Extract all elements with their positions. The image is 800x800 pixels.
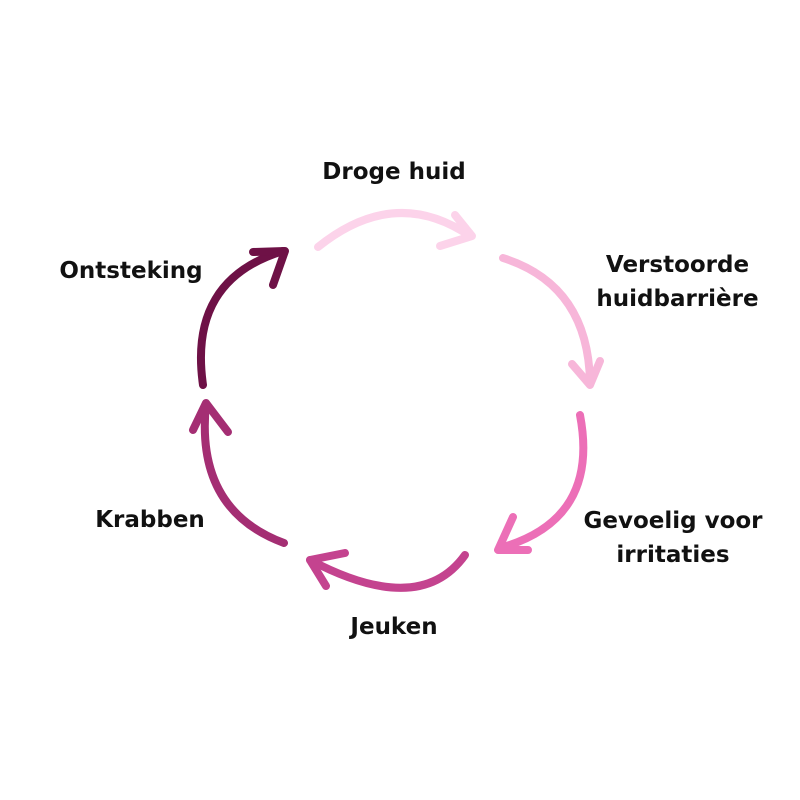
step-label-gevoelig-voor-irritaties: Gevoelig voor irritaties: [578, 504, 768, 572]
arrow-2-arc: [499, 254, 594, 386]
step-label-line: Droge huid: [322, 159, 466, 185]
step-label-jeuken: Jeuken: [314, 610, 474, 644]
arrow-4-arc: [306, 551, 469, 592]
arrow-6-arc: [196, 247, 287, 389]
arrow-4: [306, 549, 469, 592]
step-label-line: huidbarrière: [596, 286, 759, 312]
step-label-krabben: Krabben: [70, 503, 230, 537]
step-label-line: Gevoelig voor: [583, 508, 763, 534]
arrow-1-head: [436, 211, 476, 250]
step-label-line: Jeuken: [350, 614, 438, 640]
arrow-5-arc: [200, 400, 288, 547]
step-label-line: irritaties: [616, 542, 730, 568]
arrow-6: [196, 247, 289, 389]
step-label-line: Verstoorde: [605, 252, 750, 278]
arrow-6-head: [249, 247, 289, 289]
step-label-line: Krabben: [95, 507, 205, 533]
arrow-2: [499, 254, 604, 389]
arrow-4-head: [306, 549, 349, 590]
step-label-verstoorde-huidbarriere: Verstoorde huidbarrière: [590, 248, 765, 316]
step-label-line: Ontsteking: [59, 258, 203, 284]
arrow-3-arc: [496, 411, 588, 552]
arrow-1: [314, 209, 476, 251]
step-label-ontsteking: Ontsteking: [36, 254, 226, 288]
arrow-5: [189, 399, 288, 547]
arrow-2-head: [568, 357, 604, 389]
arrow-3-head: [494, 513, 532, 554]
arrow-3: [494, 411, 588, 554]
arrow-1-arc: [314, 209, 474, 251]
arrow-5-head: [189, 399, 232, 436]
step-label-droge-huid: Droge huid: [294, 155, 494, 189]
